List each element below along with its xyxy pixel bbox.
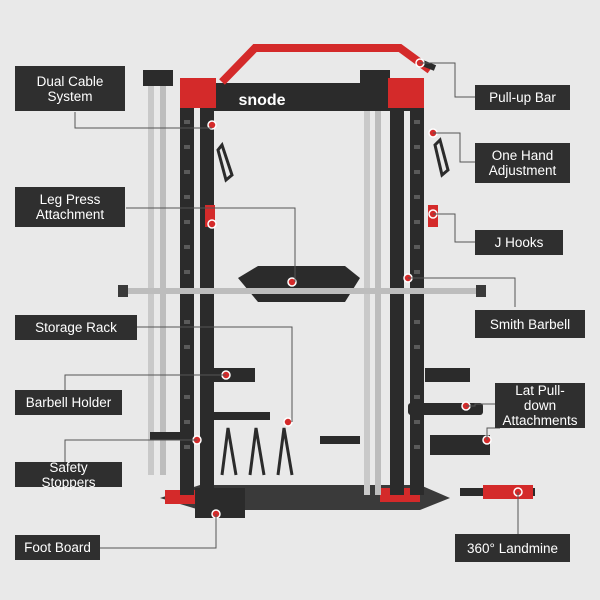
label-j-hooks: J Hooks [475,230,563,255]
landmine-part [460,485,535,499]
label-smith-barbell: Smith Barbell [475,310,585,338]
right-cable-tower [360,70,390,495]
label-dual-cable-system: Dual Cable System [15,66,125,111]
label-360-landmine: 360° Landmine [455,534,570,562]
label-barbell-holder: Barbell Holder [15,390,122,415]
pullup-bar [219,44,437,85]
left-cable-tower [143,70,173,475]
brand-logo: snode [238,92,285,109]
upright-holes [184,120,420,449]
top-crossbeam: snode [180,78,424,111]
storage-rack-loops [220,427,294,476]
label-pullup-bar: Pull-up Bar [475,85,570,110]
smith-barbell-bar [118,285,486,297]
label-safety-stoppers: Safety Stoppers [15,460,122,490]
label-leg-press-attachment: Leg Press Attachment [15,187,125,227]
label-lat-pulldown-attachments: Lat Pull-down Attachments [495,383,585,428]
label-one-hand-adjustment: One Hand Adjustment [475,143,570,183]
leg-press-plate [238,266,360,302]
label-storage-rack: Storage Rack [15,315,137,340]
label-foot-board: Foot Board [15,535,100,560]
barbell-holders [210,368,470,420]
cable-handles [216,137,450,183]
leader-lines [64,62,519,549]
